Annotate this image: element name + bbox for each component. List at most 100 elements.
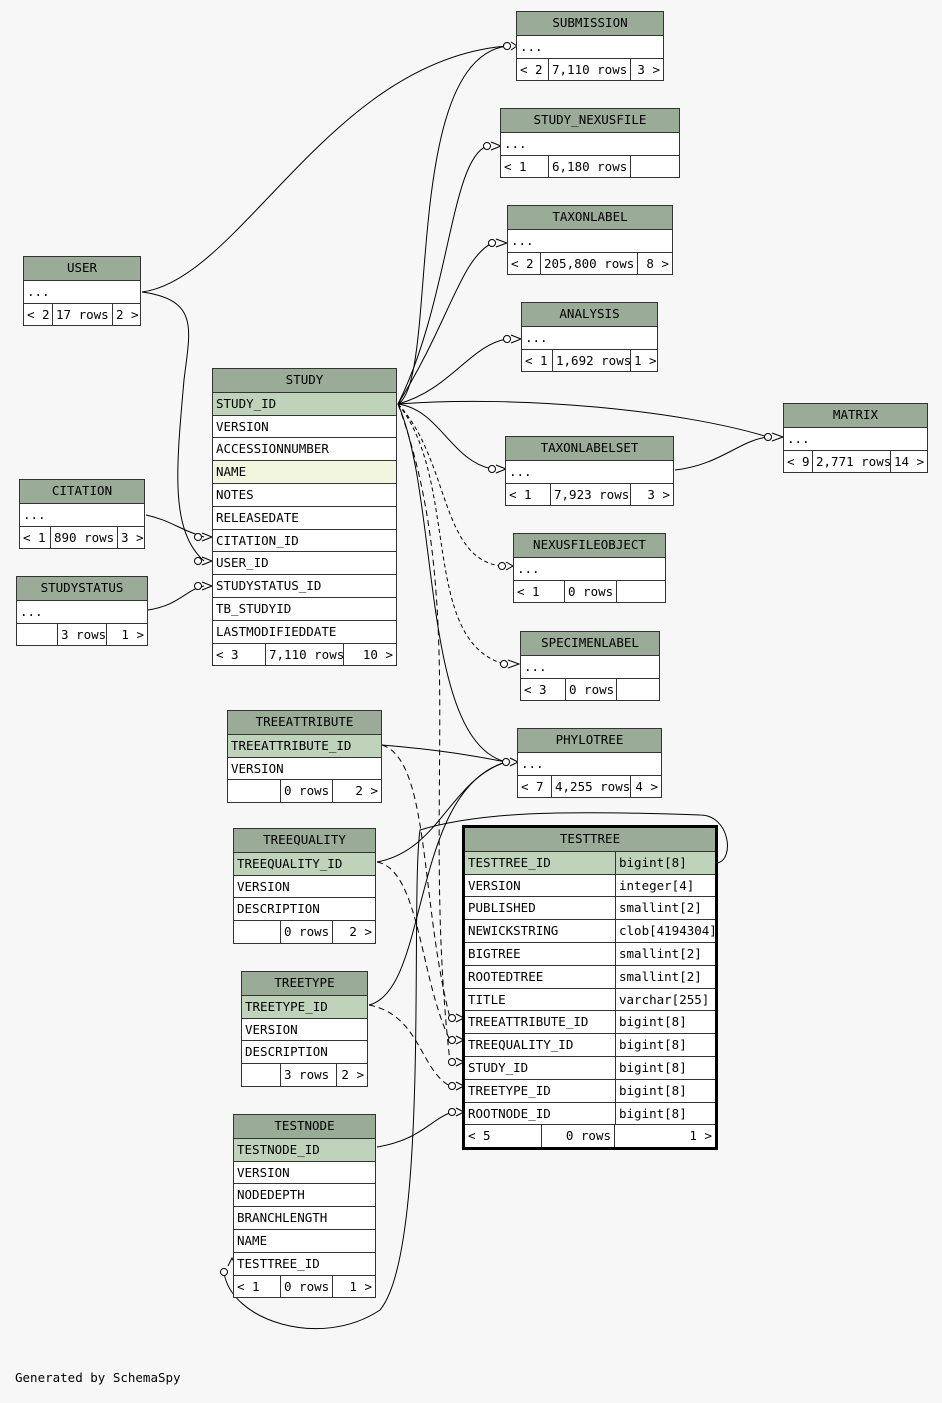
table-submission[interactable]: SUBMISSION ... < 2 7,110 rows 3 > <box>516 11 664 82</box>
children-count[interactable]: 4 > <box>635 778 658 794</box>
table-citation[interactable]: CITATION ... < 1 890 rows 3 > <box>19 479 145 550</box>
parents-count[interactable] <box>234 921 280 943</box>
children-count[interactable]: 8 > <box>646 255 669 271</box>
column-description: DESCRIPTION <box>245 1044 328 1060</box>
table-nexusfileobject[interactable]: NEXUSFILEOBJECT ... < 1 0 rows <box>513 533 666 604</box>
column-version: VERSION <box>468 877 521 893</box>
table-header[interactable]: TESTTREE <box>465 828 715 851</box>
children-count[interactable]: 10 > <box>362 646 393 662</box>
row-count: 7,923 rows <box>550 483 631 506</box>
table-header[interactable]: TESTNODE <box>234 1115 375 1138</box>
parents-count[interactable]: < 1 <box>517 583 540 599</box>
column-rootedtree: ROOTEDTREE <box>468 968 544 984</box>
row-count: 3 rows <box>57 623 107 646</box>
column-version: VERSION <box>216 418 269 434</box>
parents-count[interactable]: < 1 <box>237 1278 260 1294</box>
parents-count[interactable]: < 1 <box>23 529 46 545</box>
column-type: bigint[8] <box>615 1102 715 1125</box>
table-header[interactable]: CITATION <box>20 480 144 503</box>
children-count[interactable]: 2 > <box>355 783 378 799</box>
table-specimenlabel[interactable]: SPECIMENLABEL ... < 3 0 rows <box>520 631 660 702</box>
parents-count[interactable]: < 2 <box>520 61 543 77</box>
parents-count[interactable]: < 1 <box>525 352 548 368</box>
table-header[interactable]: SPECIMENLABEL <box>521 632 659 655</box>
table-header[interactable]: SUBMISSION <box>517 12 663 35</box>
column-row: ... <box>520 38 543 54</box>
table-analysis[interactable]: ANALYSIS ... < 1 1,692 rows 1 > <box>521 302 658 373</box>
table-header[interactable]: ANALYSIS <box>522 303 657 326</box>
column-testnode-id: TESTNODE_ID <box>237 1141 320 1157</box>
column-version: VERSION <box>237 1164 290 1180</box>
children-count[interactable]: 2 > <box>349 924 372 940</box>
table-studystatus[interactable]: STUDYSTATUS ... 3 rows 1 > <box>16 576 148 647</box>
parents-count[interactable]: < 7 <box>521 778 544 794</box>
children-count[interactable]: 1 > <box>689 1128 712 1144</box>
column-branchlength: BRANCHLENGTH <box>237 1210 328 1226</box>
table-matrix[interactable]: MATRIX ... < 9 2,771 rows 14 > <box>783 403 928 474</box>
table-user[interactable]: USER ... < 2 17 rows 2 > <box>23 256 141 327</box>
row-count: 205,800 rows <box>540 252 638 275</box>
children-count[interactable] <box>631 156 679 178</box>
table-header[interactable]: PHYLOTREE <box>518 729 661 752</box>
table-treeattribute[interactable]: TREEATTRIBUTE TREEATTRIBUTE_ID VERSION 0… <box>227 710 382 804</box>
parents-count[interactable]: < 3 <box>216 646 239 662</box>
row-count: 1,692 rows <box>552 349 631 372</box>
children-count[interactable]: 14 > <box>894 453 925 469</box>
children-count[interactable]: 1 > <box>349 1278 372 1294</box>
column-user-id: USER_ID <box>216 555 269 571</box>
children-count[interactable]: 1 > <box>121 626 144 642</box>
parents-count[interactable]: < 5 <box>468 1128 491 1144</box>
column-type: smallint[2] <box>615 942 715 965</box>
table-header[interactable]: TREETYPE <box>242 972 367 995</box>
parents-count[interactable]: < 1 <box>504 158 527 174</box>
parents-count[interactable]: < 2 <box>27 306 50 322</box>
column-study-id: STUDY_ID <box>216 395 277 411</box>
table-header[interactable]: STUDYSTATUS <box>17 577 147 600</box>
column-accessionnumber: ACCESSIONNUMBER <box>216 441 329 457</box>
parents-count[interactable] <box>242 1064 280 1086</box>
table-header[interactable]: STUDY_NEXUSFILE <box>501 109 679 132</box>
table-header[interactable]: TAXONLABELSET <box>506 437 673 460</box>
children-count[interactable]: 3 > <box>121 529 144 545</box>
table-taxonlabelset[interactable]: TAXONLABELSET ... < 1 7,923 rows 3 > <box>505 436 674 507</box>
table-header[interactable]: TREEATTRIBUTE <box>228 711 381 734</box>
column-bigtree: BIGTREE <box>468 945 521 961</box>
parents-count[interactable] <box>17 624 57 646</box>
table-header[interactable]: TAXONLABEL <box>508 206 672 229</box>
children-count[interactable] <box>617 679 659 701</box>
parents-count[interactable] <box>228 780 280 802</box>
parents-count[interactable]: < 2 <box>511 255 534 271</box>
column-row: ... <box>524 658 547 674</box>
table-taxonlabel[interactable]: TAXONLABEL ... < 2 205,800 rows 8 > <box>507 205 673 276</box>
column-row: ... <box>787 430 810 446</box>
generated-by-label: Generated by SchemaSpy <box>15 1370 181 1385</box>
table-study-nexusfile[interactable]: STUDY_NEXUSFILE ... < 1 6,180 rows <box>500 108 680 179</box>
column-row: ... <box>525 329 548 345</box>
children-count[interactable]: 3 > <box>647 486 670 502</box>
table-header[interactable]: STUDY <box>213 369 396 392</box>
column-type: bigint[8] <box>615 1011 715 1034</box>
table-treequality[interactable]: TREEQUALITY TREEQUALITY_ID VERSION DESCR… <box>233 828 376 944</box>
table-testnode[interactable]: TESTNODE TESTNODE_ID VERSION NODEDEPTH B… <box>233 1114 376 1299</box>
table-study[interactable]: STUDY STUDY_ID VERSION ACCESSIONNUMBER N… <box>212 368 397 667</box>
table-treetype[interactable]: TREETYPE TREETYPE_ID VERSION DESCRIPTION… <box>241 971 368 1087</box>
children-count[interactable]: 3 > <box>637 61 660 77</box>
column-type: smallint[2] <box>615 897 715 920</box>
table-header[interactable]: NEXUSFILEOBJECT <box>514 534 665 557</box>
children-count[interactable]: 2 > <box>341 1067 364 1083</box>
column-type: smallint[2] <box>615 965 715 988</box>
table-header[interactable]: MATRIX <box>784 404 927 427</box>
parents-count[interactable]: < 9 <box>787 453 810 469</box>
children-count[interactable]: 2 > <box>116 306 139 322</box>
children-count[interactable]: 1 > <box>634 352 657 368</box>
column-type: bigint[8] <box>615 1034 715 1056</box>
parents-count[interactable]: < 3 <box>524 681 547 697</box>
table-header[interactable]: TREEQUALITY <box>234 829 375 852</box>
table-header[interactable]: USER <box>24 257 140 280</box>
table-phylotree[interactable]: PHYLOTREE ... < 7 4,255 rows 4 > <box>517 728 662 799</box>
children-count[interactable] <box>617 581 665 603</box>
column-lastmodifieddate: LASTMODIFIEDDATE <box>216 623 337 639</box>
parents-count[interactable]: < 1 <box>509 486 532 502</box>
row-count: 0 rows <box>541 1125 615 1148</box>
